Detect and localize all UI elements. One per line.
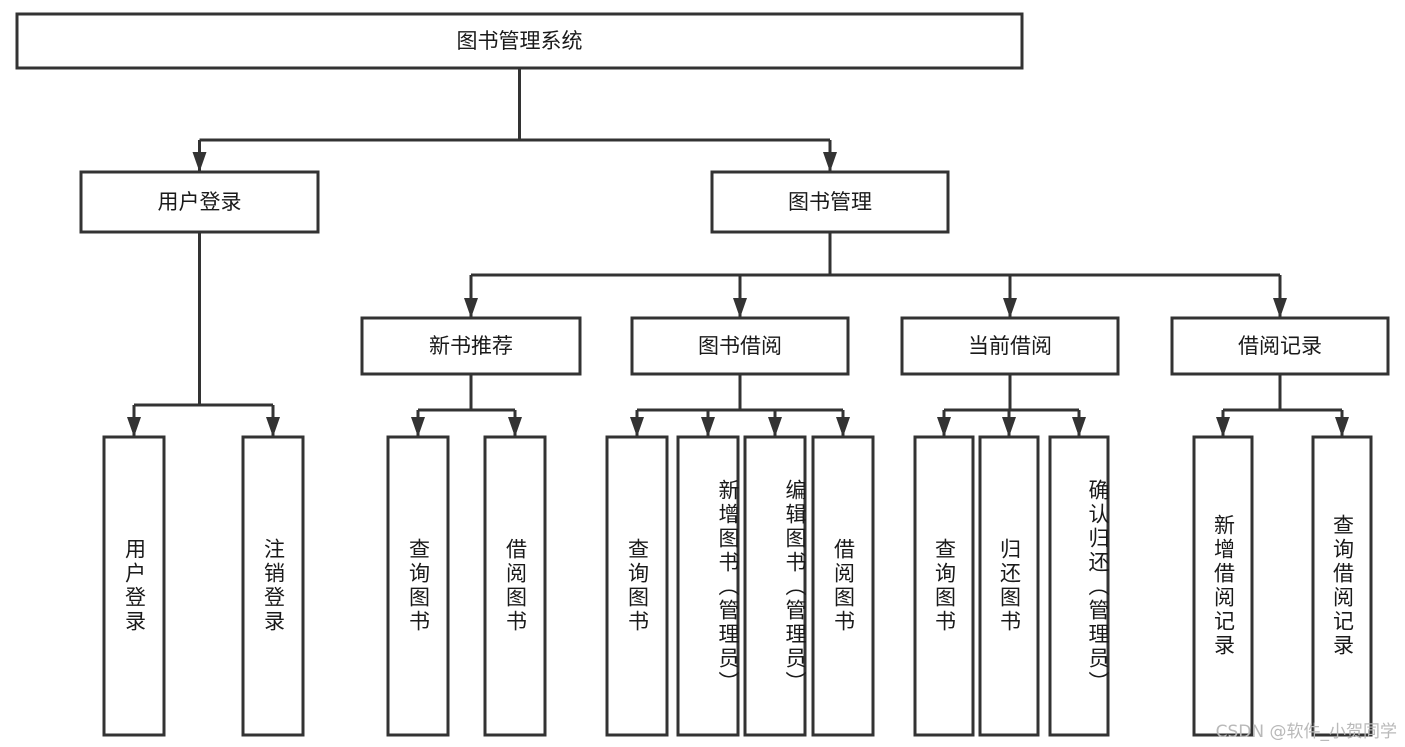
node-box-leaf-borrow-book-2[interactable] bbox=[811, 435, 875, 737]
node-box-leaf-user-logout[interactable] bbox=[241, 435, 305, 737]
node-label-current-borrow: 当前借阅 bbox=[968, 334, 1052, 358]
node-box-leaf-return-book[interactable] bbox=[978, 435, 1040, 737]
arrow-head-icon bbox=[1335, 417, 1349, 437]
connector-lines bbox=[127, 68, 1349, 437]
arrow-head-icon bbox=[823, 152, 837, 172]
node-box-user-login[interactable] bbox=[79, 170, 320, 234]
arrow-head-icon bbox=[768, 417, 782, 437]
node-box-leaf-query-book-3[interactable] bbox=[913, 435, 975, 737]
csdn-watermark: CSDN @软件_小贺同学 bbox=[1215, 722, 1397, 742]
arrow-head-icon bbox=[464, 298, 478, 318]
node-label-user-login: 用户登录 bbox=[158, 190, 242, 214]
arrow-head-icon bbox=[937, 417, 951, 437]
node-box-leaf-confirm-return-admin[interactable] bbox=[1048, 435, 1110, 737]
node-box-new-book-recommend[interactable] bbox=[360, 316, 582, 376]
node-box-leaf-borrow-book-1[interactable] bbox=[483, 435, 547, 737]
arrow-head-icon bbox=[1273, 298, 1287, 318]
arrow-head-icon bbox=[836, 417, 850, 437]
node-box-root[interactable] bbox=[15, 12, 1024, 70]
arrow-head-icon bbox=[1216, 417, 1230, 437]
arrow-head-icon bbox=[1072, 417, 1086, 437]
node-box-leaf-query-book-2[interactable] bbox=[605, 435, 669, 737]
arrow-head-icon bbox=[701, 417, 715, 437]
node-box-book-borrow[interactable] bbox=[630, 316, 850, 376]
node-label-book-borrow: 图书借阅 bbox=[698, 334, 782, 358]
node-boxes bbox=[15, 12, 1390, 737]
node-label-book-manage: 图书管理 bbox=[788, 190, 872, 214]
node-label-borrow-record: 借阅记录 bbox=[1238, 334, 1322, 358]
arrow-head-icon bbox=[630, 417, 644, 437]
node-box-leaf-query-borrow-record[interactable] bbox=[1311, 435, 1373, 737]
node-box-current-borrow[interactable] bbox=[900, 316, 1120, 376]
arrow-head-icon bbox=[127, 417, 141, 437]
node-label-root: 图书管理系统 bbox=[457, 29, 583, 53]
arrow-head-icon bbox=[1002, 417, 1016, 437]
node-label-new-book-recommend: 新书推荐 bbox=[429, 334, 513, 358]
arrow-head-icon bbox=[266, 417, 280, 437]
node-box-book-manage[interactable] bbox=[710, 170, 950, 234]
node-box-leaf-edit-book-admin[interactable] bbox=[743, 435, 807, 737]
node-box-leaf-user-login[interactable] bbox=[102, 435, 166, 737]
node-box-borrow-record[interactable] bbox=[1170, 316, 1390, 376]
arrow-head-icon bbox=[192, 152, 207, 172]
arrow-head-icon bbox=[1003, 298, 1017, 318]
arrow-head-icon bbox=[411, 417, 425, 437]
node-box-leaf-add-book-admin[interactable] bbox=[676, 435, 740, 737]
node-box-leaf-query-book-1[interactable] bbox=[386, 435, 450, 737]
node-box-leaf-add-borrow-record[interactable] bbox=[1192, 435, 1254, 737]
arrow-head-icon bbox=[508, 417, 522, 437]
arrow-head-icon bbox=[733, 298, 747, 318]
